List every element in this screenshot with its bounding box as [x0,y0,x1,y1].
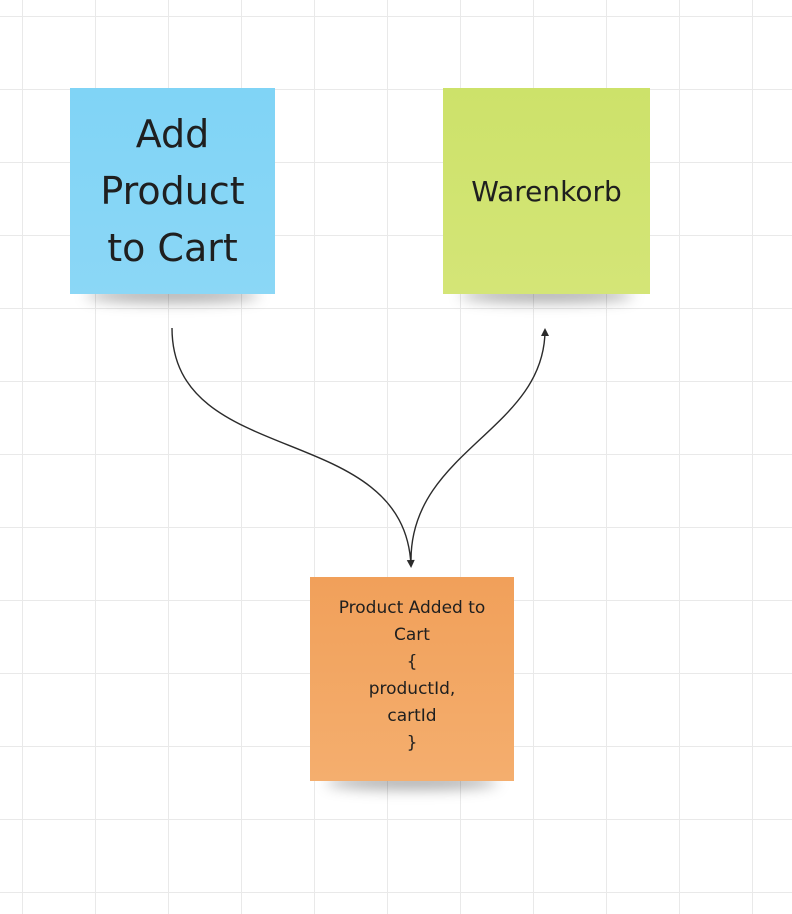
sticky-note-line: } [406,733,418,753]
sticky-note-line: { [406,652,418,672]
sticky-note-text: Add Product to Cart [100,111,245,270]
sticky-note-text: Warenkorb [471,174,622,208]
sticky-note-product-added-to-cart[interactable]: Product Added to Cart { productId, cartI… [310,577,514,781]
sticky-note-line: Product Added to [338,598,486,618]
sticky-note-line: Cart [394,625,430,645]
sticky-note-text-block: Product Added to Cart { productId, cartI… [320,595,504,757]
connector-add-to-event[interactable] [171,327,415,568]
sticky-note-line: productId, [368,679,456,699]
connector-event-to-warenkorb[interactable] [410,328,549,561]
sticky-note-warenkorb[interactable]: Warenkorb [443,88,650,294]
sticky-note-line: cartId [387,706,437,726]
sticky-note-add-product-to-cart[interactable]: Add Product to Cart [70,88,275,294]
